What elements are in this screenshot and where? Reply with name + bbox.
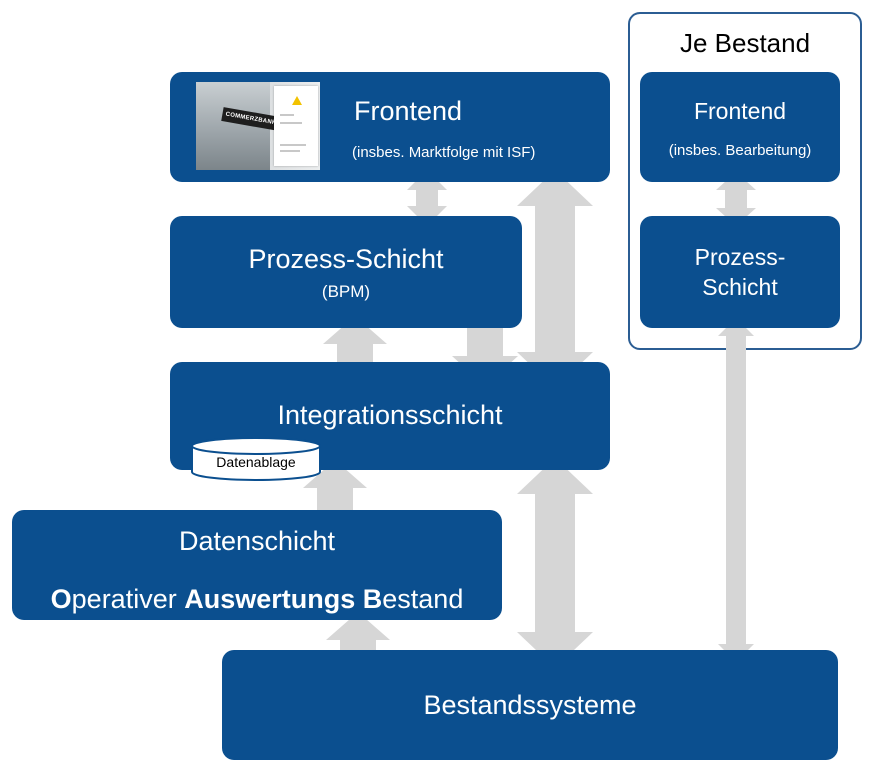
commerzbank-brochure-image: COMMERZBANK xyxy=(196,82,320,170)
datenschicht-box: Datenschicht Operativer Auswertungs Best… xyxy=(12,510,502,620)
doc-line xyxy=(280,114,294,116)
bestandssysteme-title: Bestandssysteme xyxy=(423,690,637,720)
bestandssysteme-box: Bestandssysteme xyxy=(222,650,838,760)
doc-line xyxy=(280,122,302,124)
doc-line xyxy=(280,144,306,146)
frontend-box: COMMERZBANK Frontend (insbes. Marktfolge… xyxy=(170,72,610,182)
arrow-je-prozess-bestand xyxy=(718,318,754,662)
je-bestand-title: Je Bestand xyxy=(679,28,811,58)
brochure-page xyxy=(274,86,318,166)
je-bestand-prozess-line1: Prozess- xyxy=(694,244,786,270)
datenablage: Datenablage xyxy=(190,436,322,482)
prozess-schicht-title: Prozess-Schicht xyxy=(248,244,444,274)
arrow-frontend-integration xyxy=(517,170,593,388)
arrow-integration-bestand xyxy=(517,458,593,668)
frontend-title: Frontend xyxy=(354,96,463,126)
ops-bold-2: Auswertungs xyxy=(184,584,356,614)
je-bestand-prozess-box: Prozess- Schicht xyxy=(640,216,840,328)
ops-bold-3: B xyxy=(362,584,383,614)
frontend-subtitle: (insbes. Marktfolge mit ISF) xyxy=(352,144,536,161)
ops-text-3: estand xyxy=(382,584,464,614)
prozess-schicht-subtitle: (BPM) xyxy=(321,282,371,301)
ops-text-1: perativer xyxy=(71,584,185,614)
prozess-schicht-box: Prozess-Schicht (BPM) xyxy=(170,216,522,328)
ops-bold-1: O xyxy=(50,584,72,614)
datenablage-label: Datenablage xyxy=(216,454,296,470)
arrow-frontend-prozess xyxy=(407,170,447,226)
commerzbank-logo-icon xyxy=(292,96,302,105)
datenschicht-title: Datenschicht xyxy=(178,526,336,556)
je-bestand-prozess-line2: Schicht xyxy=(702,274,778,300)
ops-text-2 xyxy=(355,584,363,614)
doc-line xyxy=(280,150,300,152)
je-bestand-frontend-box: Frontend (insbes. Bearbeitung) xyxy=(640,72,840,182)
database-cylinder-icon xyxy=(191,437,321,481)
je-bestand-frontend-subtitle: (insbes. Bearbeitung) xyxy=(668,142,812,159)
je-bestand-frontend-title: Frontend xyxy=(693,98,787,124)
integrationsschicht-title: Integrationsschicht xyxy=(277,400,503,430)
arrow-je-frontend-prozess xyxy=(716,172,756,226)
operativer-auswertungs-bestand: Operativer Auswertungs Bestand xyxy=(12,584,502,615)
